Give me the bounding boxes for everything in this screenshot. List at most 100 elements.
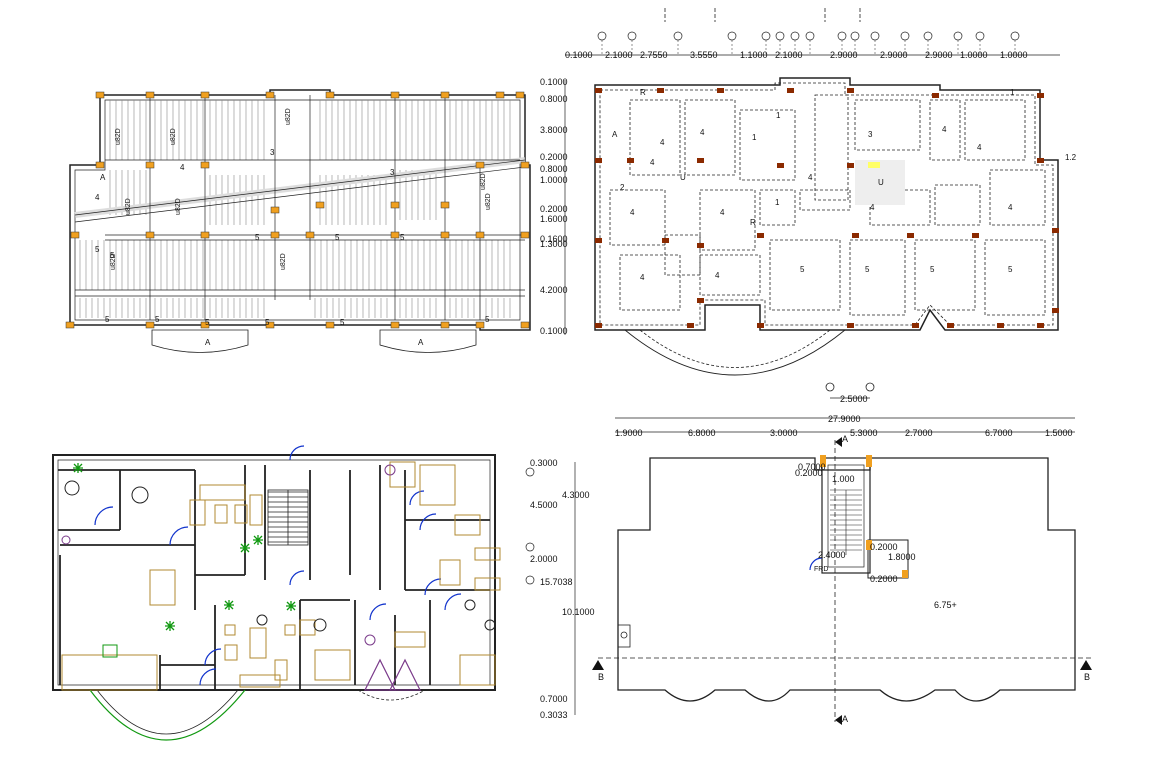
left-dimension: 0.2000 <box>540 204 568 214</box>
door-swing <box>409 490 425 506</box>
column <box>325 91 335 99</box>
structural-label: 5 <box>205 318 210 327</box>
column <box>520 231 530 239</box>
grid-bubble <box>837 31 847 41</box>
column <box>200 321 210 329</box>
column <box>1052 308 1059 313</box>
column <box>145 231 155 239</box>
right-dimension: 0.3000 <box>530 458 558 468</box>
roof-door-tag: FRD <box>814 566 828 573</box>
left-dimension: 0.1600 <box>540 234 568 244</box>
structural-label: 4 <box>95 193 100 202</box>
furniture-plan: 0.30004.30004.50002.000015.703810.10000.… <box>52 445 595 741</box>
room <box>759 189 796 226</box>
column <box>972 233 979 238</box>
column <box>787 88 794 93</box>
right-dimension: 0.7000 <box>540 694 568 704</box>
table <box>313 618 327 632</box>
column <box>1052 228 1059 233</box>
stair-dimension: 0.2000 <box>870 574 898 584</box>
structural-label: 5 <box>265 318 270 327</box>
electrical-symbol: 4 <box>660 138 665 147</box>
right-dimension: 0.3033 <box>540 710 568 720</box>
column <box>495 91 505 99</box>
top-dimension: 1.0000 <box>1000 50 1028 60</box>
electrical-symbol: 4 <box>808 173 813 182</box>
top-dimension: 3.5550 <box>690 50 718 60</box>
room <box>699 254 761 296</box>
electrical-rooms <box>609 94 1046 316</box>
grid-bubble <box>850 31 860 41</box>
column <box>145 321 155 329</box>
electrical-symbol: U <box>878 178 884 187</box>
left-dimension: 1.3000 <box>540 239 568 249</box>
grid-bubble <box>870 31 880 41</box>
beam-tag: u82D <box>280 253 287 270</box>
top-dimension: 2.1000 <box>775 50 803 60</box>
column <box>65 321 75 329</box>
grid-bubble <box>790 31 800 41</box>
column <box>315 201 325 209</box>
column <box>270 206 280 214</box>
column <box>200 161 210 169</box>
right-dimension: 4.3000 <box>562 490 590 500</box>
door-swing <box>444 593 462 611</box>
column <box>95 161 105 169</box>
door-swing <box>419 513 437 531</box>
plant-icon <box>240 543 250 553</box>
room <box>664 234 701 276</box>
electrical-symbol: 4 <box>870 203 875 212</box>
column <box>997 323 1004 328</box>
column <box>390 231 400 239</box>
electrical-symbol: R <box>750 218 756 227</box>
electrical-symbol: 4 <box>715 271 720 280</box>
column <box>305 231 315 239</box>
stair-dimension: 0.2000 <box>795 468 823 478</box>
column <box>440 321 450 329</box>
electrical-columns <box>595 88 1059 328</box>
roof-dimension: 1.5000 <box>1045 428 1073 438</box>
top-dimension: 2.9000 <box>880 50 908 60</box>
room <box>629 99 681 176</box>
joist-hatching <box>79 100 511 318</box>
plants <box>73 463 296 631</box>
electrical-symbol: 5 <box>1008 265 1013 274</box>
furniture <box>234 504 248 524</box>
left-dimension: 0.8000 <box>540 94 568 104</box>
stair-dimension: 2.4000 <box>818 550 846 560</box>
column <box>440 201 450 209</box>
furniture <box>284 624 296 636</box>
electrical-symbol: 1 <box>776 111 781 120</box>
electrical-symbol: R <box>640 88 646 97</box>
stair-dimension: 0.7000 <box>798 462 826 472</box>
electrical-symbol: A <box>612 130 618 139</box>
furniture <box>474 577 501 591</box>
door-swing <box>369 603 387 621</box>
column <box>697 158 704 163</box>
column <box>200 91 210 99</box>
top-dimension: 2.9000 <box>830 50 858 60</box>
furniture <box>189 499 206 526</box>
grid-bubble <box>525 575 535 585</box>
column <box>440 231 450 239</box>
beam-tag: u82D <box>170 128 177 145</box>
electrical-symbol: 5 <box>800 265 805 274</box>
room <box>854 99 921 151</box>
beam-tag: u82D <box>285 108 292 125</box>
furniture <box>474 547 501 561</box>
column <box>662 238 669 243</box>
room <box>799 189 851 211</box>
column <box>847 163 854 168</box>
furniture <box>274 659 288 681</box>
grid-bubble <box>673 31 683 41</box>
structural-label: 3 <box>390 168 395 177</box>
structural-label: 5 <box>110 251 115 260</box>
electrical-symbol: 4 <box>650 158 655 167</box>
furniture <box>149 569 176 606</box>
roof-dimension: 6.8000 <box>688 428 716 438</box>
column <box>595 238 602 243</box>
top-dimension: 2.1000 <box>605 50 633 60</box>
